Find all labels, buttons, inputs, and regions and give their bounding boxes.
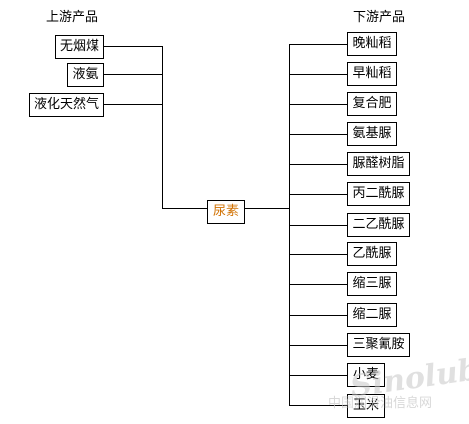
downstream-item: 氨基脲	[347, 122, 397, 146]
downstream-item: 乙酰脲	[347, 242, 397, 266]
upstream-heading: 上游产品	[46, 10, 99, 25]
connector-line	[289, 104, 347, 105]
connector-line	[162, 46, 163, 209]
connector-line	[104, 46, 162, 47]
connector-line	[289, 375, 347, 376]
downstream-item: 三聚氰胺	[347, 333, 410, 357]
connector-line	[289, 405, 347, 406]
connector-line	[289, 74, 347, 75]
watermark-site-text: 中国润滑油信息网	[328, 395, 432, 411]
downstream-item: 丙二酰脲	[347, 182, 410, 206]
downstream-item: 玉米	[347, 394, 385, 418]
connector-line	[104, 74, 162, 75]
connector-line	[104, 104, 162, 105]
downstream-item: 缩二脲	[347, 303, 397, 327]
downstream-item: 早籼稻	[347, 62, 397, 86]
connector-line	[289, 194, 347, 195]
connector-line	[289, 254, 347, 255]
connector-line	[245, 208, 290, 209]
downstream-item: 脲醛树脂	[347, 152, 410, 176]
upstream-item-liquid-ammonia: 液氨	[67, 63, 104, 87]
connector-line	[289, 315, 347, 316]
upstream-item-lng: 液化天然气	[29, 93, 104, 117]
downstream-item: 小麦	[347, 363, 385, 387]
connector-line	[289, 225, 347, 226]
upstream-item-anthracite: 无烟煤	[55, 35, 104, 59]
connector-line	[289, 44, 347, 45]
connector-line	[289, 284, 347, 285]
connector-line	[289, 134, 347, 135]
connector-line	[289, 345, 347, 346]
connector-line	[162, 208, 208, 209]
downstream-heading: 下游产品	[353, 10, 406, 25]
downstream-item: 晚籼稻	[347, 32, 397, 56]
downstream-item: 二乙酰脲	[347, 213, 410, 237]
downstream-item: 复合肥	[347, 92, 397, 116]
center-item-urea: 尿素	[207, 200, 245, 224]
downstream-item: 缩三脲	[347, 272, 397, 296]
connector-line	[289, 164, 347, 165]
